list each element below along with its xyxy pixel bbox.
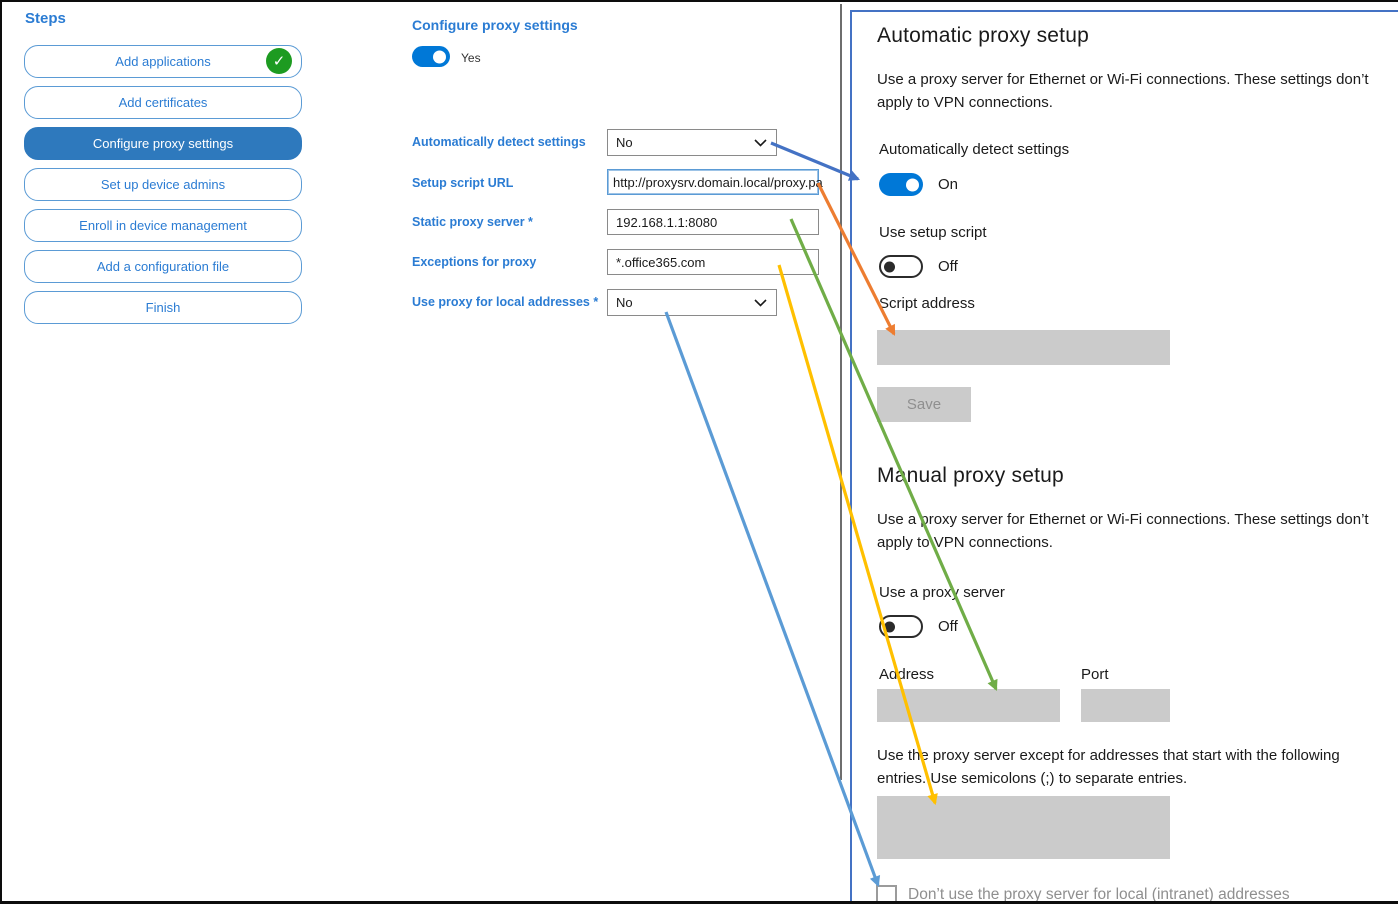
exceptions-description: Use the proxy server except for addresse… bbox=[877, 747, 1340, 788]
address-label: Address bbox=[879, 666, 935, 683]
step-add-applications[interactable]: Add applications ✓ bbox=[24, 45, 302, 78]
script-address-box[interactable] bbox=[877, 330, 1170, 365]
step-label: Add certificates bbox=[118, 95, 208, 110]
save-button[interactable]: Save bbox=[877, 387, 971, 422]
detect-settings-label: Automatically detect settings bbox=[879, 141, 1070, 158]
manual-proxy-heading: Manual proxy setup bbox=[877, 464, 1064, 487]
use-proxy-server-label: Use a proxy server bbox=[879, 584, 1005, 601]
exceptions-for-proxy-input[interactable]: *.office365.com bbox=[607, 249, 819, 275]
port-label: Port bbox=[1081, 666, 1109, 683]
step-label: Enroll in device management bbox=[79, 218, 247, 233]
setup-script-url-label: Setup script URL bbox=[412, 176, 514, 190]
use-setup-script-state: Off bbox=[938, 258, 958, 275]
steps-list: Add applications ✓ Add certificates Conf… bbox=[24, 45, 302, 324]
page-title: Configure proxy settings bbox=[412, 17, 578, 33]
exceptions-textarea[interactable] bbox=[877, 796, 1170, 859]
detect-settings-state: On bbox=[938, 176, 959, 193]
step-add-configuration-file[interactable]: Add a configuration file bbox=[24, 250, 302, 283]
step-label: Configure proxy settings bbox=[92, 136, 234, 151]
step-configure-proxy-settings[interactable]: Configure proxy settings bbox=[24, 127, 302, 160]
static-proxy-server-input[interactable]: 192.168.1.1:8080 bbox=[607, 209, 819, 235]
automatic-proxy-heading: Automatic proxy setup bbox=[877, 24, 1089, 47]
use-proxy-server-toggle[interactable] bbox=[879, 615, 923, 638]
step-finish[interactable]: Finish bbox=[24, 291, 302, 324]
manual-port-box[interactable] bbox=[1081, 689, 1170, 722]
setup-script-url-input[interactable]: http://proxysrv.domain.local/proxy.pa bbox=[607, 169, 823, 195]
automatically-detect-settings-label: Automatically detect settings bbox=[412, 135, 586, 149]
step-add-certificates[interactable]: Add certificates bbox=[24, 86, 302, 119]
static-proxy-server-label: Static proxy server * bbox=[412, 215, 533, 229]
dropdown-value: No bbox=[616, 295, 633, 310]
chevron-down-icon bbox=[754, 298, 767, 307]
script-address-label: Script address bbox=[879, 295, 975, 312]
configure-proxy-toggle[interactable] bbox=[412, 46, 450, 67]
use-proxy-server-state: Off bbox=[938, 618, 958, 635]
step-label: Set up device admins bbox=[100, 177, 226, 192]
local-addresses-checkbox[interactable] bbox=[876, 885, 897, 901]
step-enroll-device-management[interactable]: Enroll in device management bbox=[24, 209, 302, 242]
local-addresses-checkbox-label: Don’t use the proxy server for local (in… bbox=[908, 886, 1290, 903]
step-set-up-device-admins[interactable]: Set up device admins bbox=[24, 168, 302, 201]
chevron-down-icon bbox=[754, 138, 767, 147]
detect-settings-toggle[interactable] bbox=[879, 173, 923, 196]
arrow-use-proxy-local-dropdown-to-local-addresses-checkbox bbox=[664, 311, 881, 888]
step-label: Finish bbox=[145, 300, 181, 315]
check-icon: ✓ bbox=[266, 48, 292, 74]
manual-address-box[interactable] bbox=[877, 689, 1060, 722]
automatic-proxy-description: Use a proxy server for Ethernet or Wi-Fi… bbox=[877, 71, 1369, 112]
exceptions-for-proxy-label: Exceptions for proxy bbox=[412, 255, 537, 269]
use-proxy-local-label: Use proxy for local addresses * bbox=[412, 295, 599, 309]
use-setup-script-label: Use setup script bbox=[879, 224, 987, 241]
steps-heading: Steps bbox=[25, 10, 66, 27]
use-setup-script-toggle[interactable] bbox=[879, 255, 923, 278]
window-divider bbox=[840, 4, 842, 780]
automatically-detect-settings-dropdown[interactable]: No bbox=[607, 129, 777, 156]
configure-proxy-toggle-state: Yes bbox=[461, 51, 481, 65]
dropdown-value: No bbox=[616, 135, 633, 150]
manual-proxy-description: Use a proxy server for Ethernet or Wi-Fi… bbox=[877, 511, 1369, 552]
step-label: Add a configuration file bbox=[96, 259, 230, 274]
use-proxy-local-dropdown[interactable]: No bbox=[607, 289, 777, 316]
step-label: Add applications bbox=[115, 54, 211, 69]
